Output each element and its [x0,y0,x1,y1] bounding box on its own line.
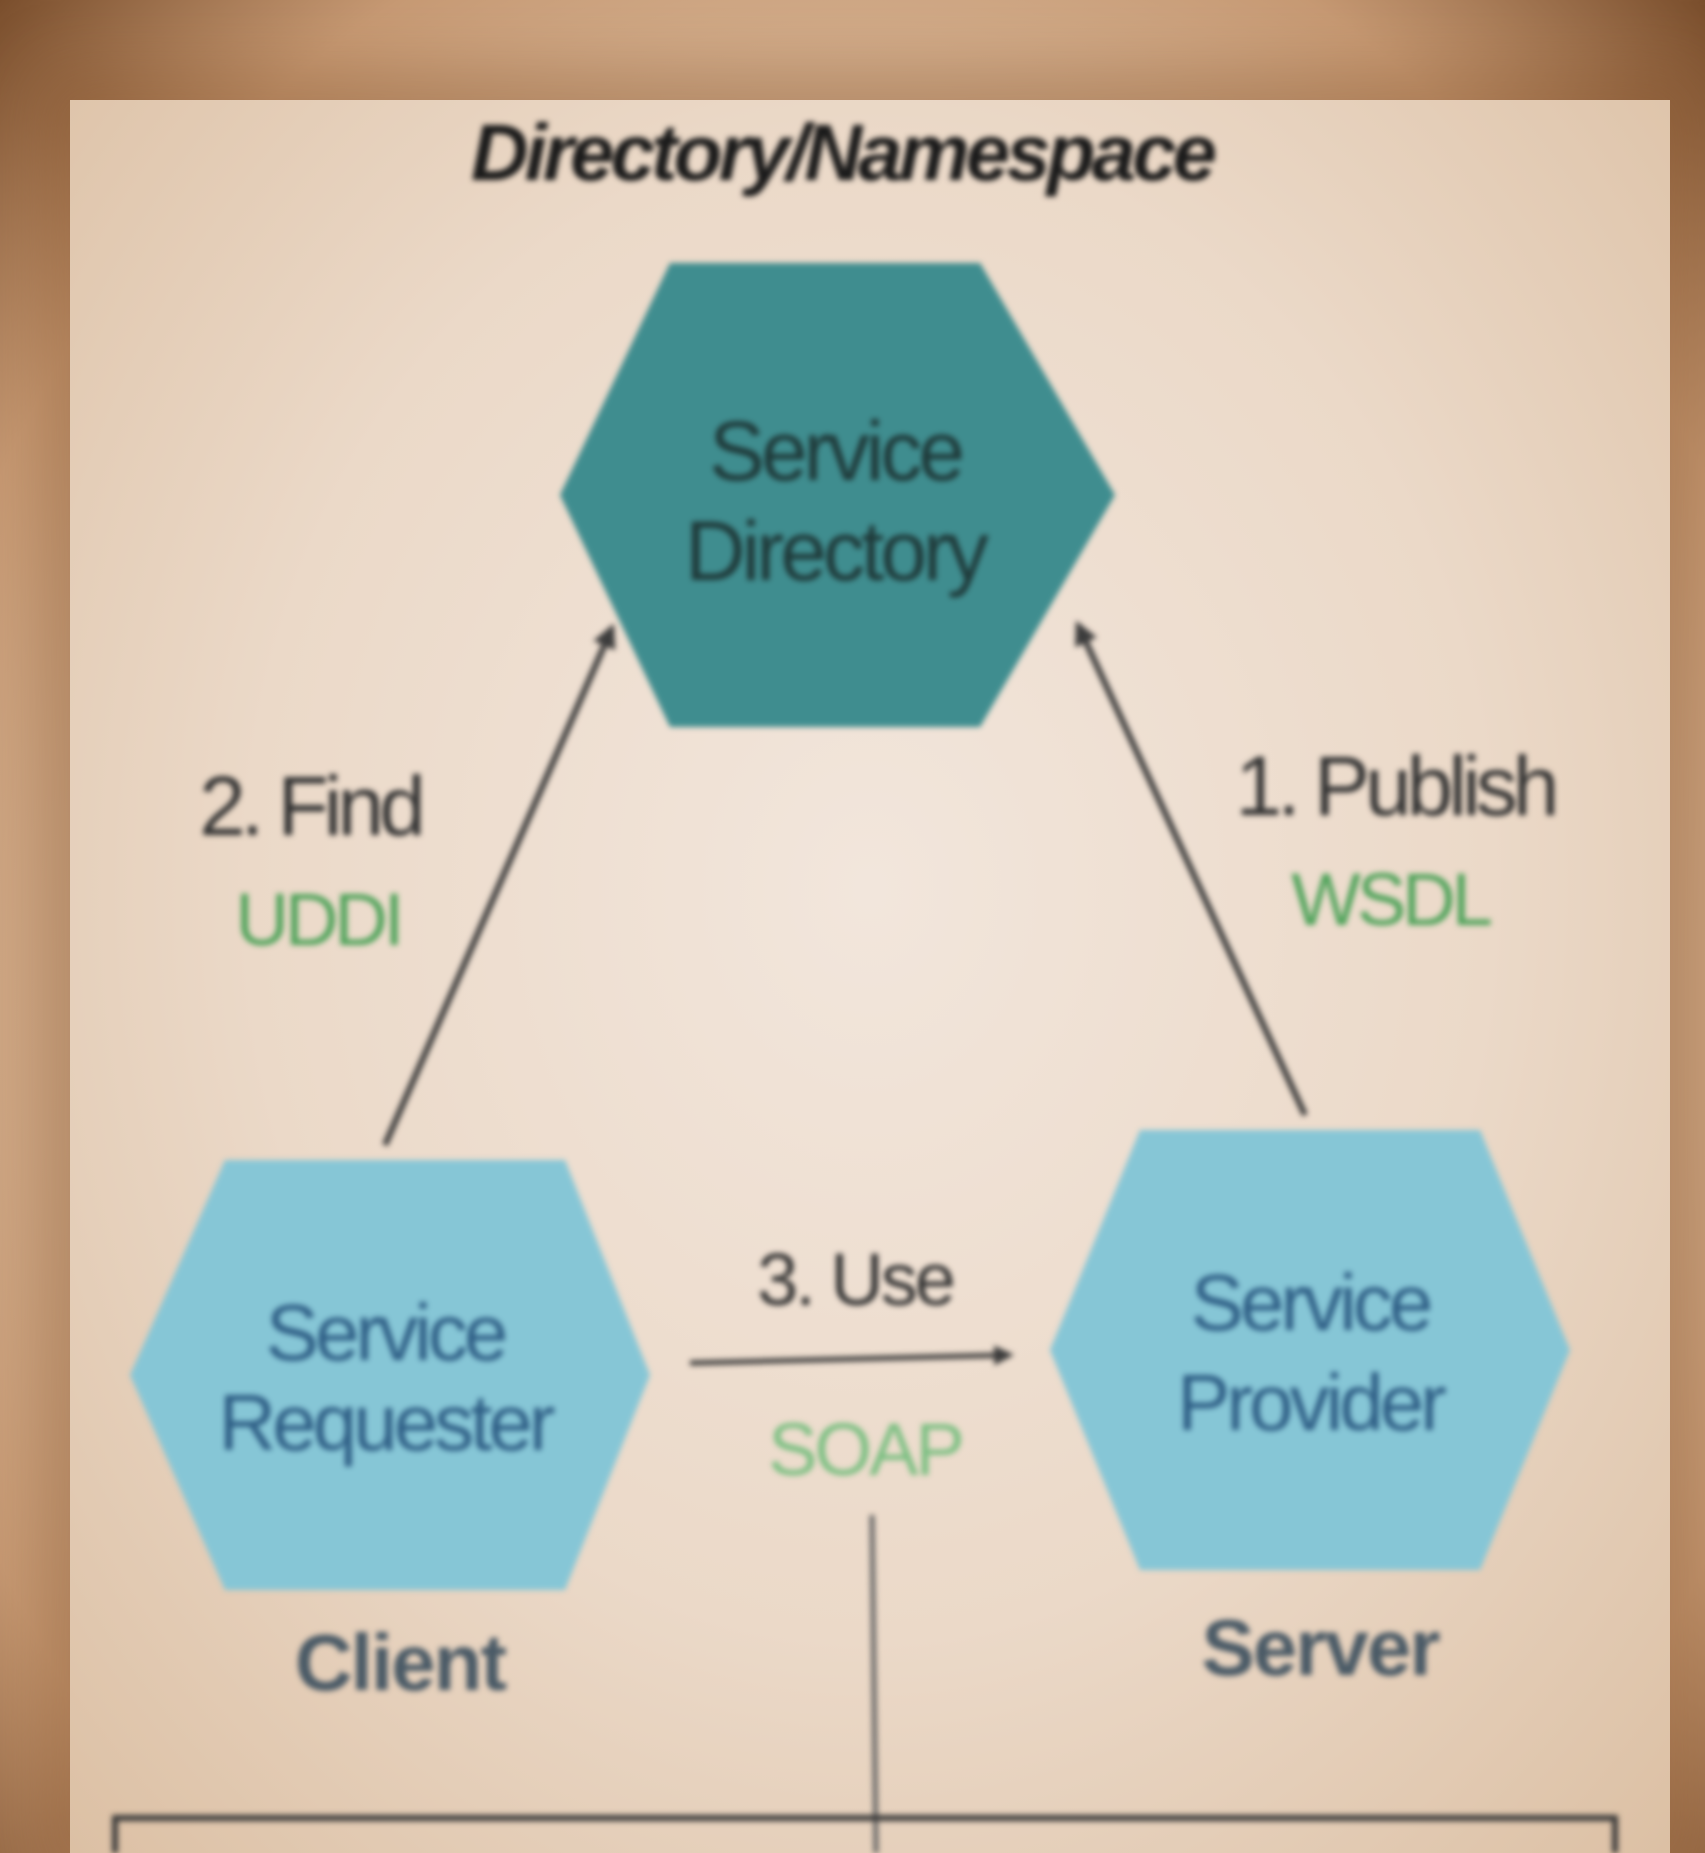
use-step-label: 3. Use [757,1238,953,1321]
find-protocol-label: UDDI [236,878,401,961]
service-provider-hexagon [1050,1130,1570,1570]
provider-label-line2: Provider [1177,1358,1446,1447]
publish-protocol-label: WSDL [1291,858,1491,941]
publish-step-label: 1. Publish [1236,739,1555,833]
find-step-label: 2. Find [199,759,421,853]
server-caption: Server [1201,1603,1439,1692]
use-arrow [689,1345,1014,1366]
use-protocol-label: SOAP [768,1408,962,1491]
client-caption: Client [295,1618,507,1707]
service-directory-hexagon [560,263,1115,727]
publish-arrow [1075,620,1308,1117]
directory-label-line2: Directory [685,504,989,598]
requester-label-line2: Requester [218,1378,554,1467]
find-arrow [382,623,616,1147]
provider-label-line1: Service [1191,1258,1430,1347]
service-requester-hexagon [130,1160,650,1590]
bottom-box [112,1815,1618,1853]
diagram-title: Directory/Namespace [471,108,1216,197]
soap-stem-line [869,1514,879,1853]
directory-label-line1: Service [709,404,961,498]
requester-label-line1: Service [266,1288,505,1377]
